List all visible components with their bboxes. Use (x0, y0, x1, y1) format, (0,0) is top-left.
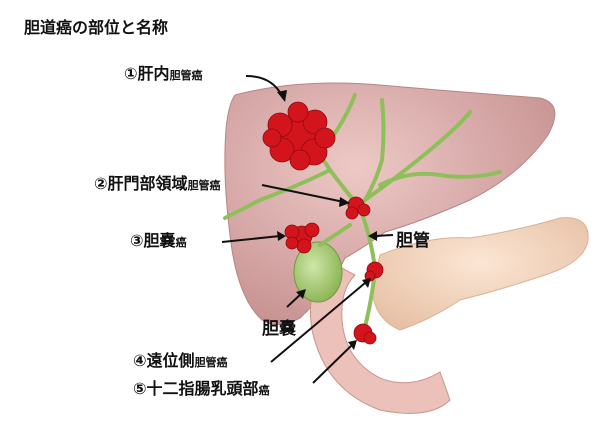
label-main: 肝内 (137, 64, 170, 83)
label-suffix: 癌 (175, 236, 187, 249)
label-main: 肝門部領域 (107, 174, 188, 193)
label-main: 胆嚢 (143, 231, 176, 250)
label-distal: ④遠位側胆管癌 (133, 353, 228, 369)
diagram-title: 胆道癌の部位と名称 (24, 18, 169, 37)
label-number: ① (124, 64, 138, 83)
label-suffix: 胆管癌 (194, 356, 228, 369)
gallbladder (293, 241, 343, 303)
label-perihilar: ②肝門部領域胆管癌 (94, 176, 221, 192)
label-intrahepatic: ①肝内胆管癌 (124, 66, 203, 82)
arrow-4 (270, 282, 366, 363)
tumor-distal (364, 261, 384, 282)
tumor-perihilar (345, 196, 371, 220)
tumor-ampulla (353, 323, 377, 345)
organ-label-bile-duct: 胆管 (396, 231, 430, 251)
arrow-bile-duct (374, 234, 394, 237)
label-suffix: 胆管癌 (169, 69, 203, 82)
duodenum (309, 261, 451, 414)
label-number: ④ (133, 351, 147, 370)
label-number: ③ (130, 231, 144, 250)
label-main: 十二指腸乳頭部 (146, 379, 259, 398)
pancreas (371, 217, 589, 331)
label-main: 遠位側 (146, 351, 195, 370)
label-number: ⑤ (133, 379, 147, 398)
label-number: ② (94, 174, 108, 193)
organ-label-gallbladder: 胆嚢 (262, 319, 296, 339)
label-ampulla: ⑤十二指腸乳頭部癌 (133, 381, 270, 397)
label-suffix: 胆管癌 (187, 179, 221, 192)
arrow-3 (221, 235, 281, 243)
tumor-intrahepatic (262, 101, 336, 171)
arrow-5 (312, 344, 353, 384)
label-gallbladder-cancer: ③胆嚢癌 (130, 233, 187, 249)
tumor-gallbladder (284, 222, 320, 254)
arrow-2 (261, 184, 345, 203)
label-suffix: 癌 (258, 384, 270, 397)
